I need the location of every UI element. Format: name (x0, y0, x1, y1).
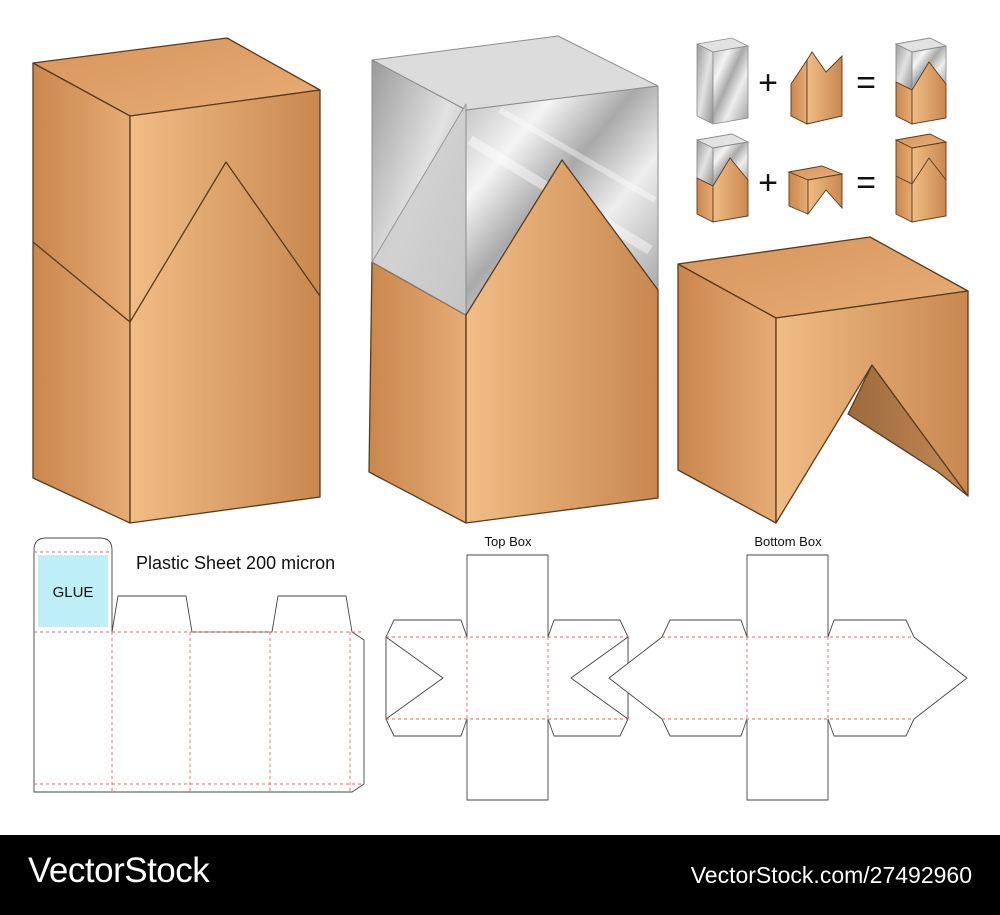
plastic-sheet-dieline (33, 537, 365, 793)
sleeve-box (368, 35, 659, 524)
stock-id: VectorStock.com/27492960 (690, 862, 972, 888)
eq-house-base (790, 51, 843, 125)
notched-cube-front-face (775, 290, 969, 524)
eq-row1-equals: = (856, 64, 876, 102)
closed-box-seam-left (32, 241, 131, 323)
bottom-box-label: Bottom Box (754, 534, 822, 549)
glue-label: GLUE (53, 584, 94, 601)
closed-box-seam-front (129, 161, 321, 323)
eq-result-1 (894, 37, 948, 125)
plastic-sheet-label: Plastic Sheet 200 micron (136, 553, 335, 573)
eq-plastic-sleeve (695, 37, 750, 125)
eq-row1-plus: + (758, 64, 778, 102)
closed-box-left-face (32, 62, 131, 524)
eq-sleeved-box (695, 133, 750, 223)
packaging-illustration: + = + = (32, 35, 969, 801)
brand-logo: VectorStock (28, 851, 210, 890)
closed-box-front-face (129, 89, 321, 524)
bottom-box-dieline (608, 554, 968, 801)
notched-cube (677, 236, 969, 524)
eq-row2-equals: = (856, 164, 876, 202)
closed-box (32, 37, 321, 524)
assembly-equation: + = + = (695, 37, 948, 223)
sleeve-box-front-face (465, 159, 659, 524)
glue-area (38, 555, 108, 627)
top-box-label: Top Box (485, 534, 532, 549)
top-box-dieline (385, 554, 629, 801)
eq-row2-plus: + (758, 164, 778, 202)
sleeve-box-inner-peak (371, 103, 467, 316)
eq-notched-cube (787, 165, 844, 216)
eq-result-2 (894, 133, 948, 223)
plastic-sheet-outline (33, 537, 365, 793)
footer-bar: VectorStock VectorStock.com/27492960 (0, 835, 1000, 915)
